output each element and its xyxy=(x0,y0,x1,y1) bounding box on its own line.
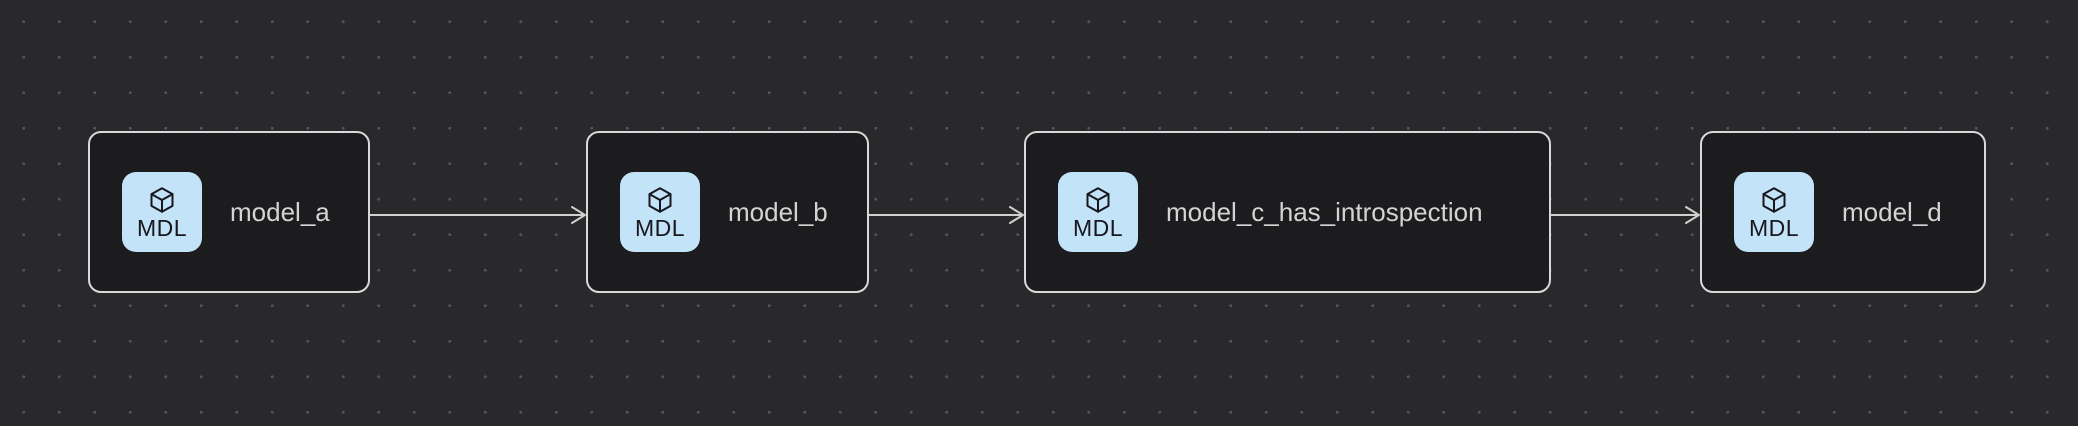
node-model-d[interactable]: MDL model_d xyxy=(1700,131,1986,293)
node-label: model_d xyxy=(1842,196,1942,227)
model-badge: MDL xyxy=(1734,172,1814,252)
node-label: model_b xyxy=(728,196,828,227)
node-model-b[interactable]: MDL model_b xyxy=(586,131,869,293)
badge-label: MDL xyxy=(136,215,188,242)
cube-icon xyxy=(147,183,177,215)
edge-arrow-model-a-to-model-b xyxy=(370,206,586,224)
node-model-c-has-introspection[interactable]: MDL model_c_has_introspection xyxy=(1024,131,1551,293)
node-model-a[interactable]: MDL model_a xyxy=(88,131,370,293)
cube-icon xyxy=(1083,183,1113,215)
model-badge: MDL xyxy=(1058,172,1138,252)
model-badge: MDL xyxy=(620,172,700,252)
cube-icon xyxy=(1759,183,1789,215)
cube-icon xyxy=(645,183,675,215)
badge-label: MDL xyxy=(1748,215,1800,242)
badge-label: MDL xyxy=(634,215,686,242)
model-badge: MDL xyxy=(122,172,202,252)
edge-arrow-model-b-to-model-c xyxy=(869,206,1024,224)
node-label: model_a xyxy=(230,196,330,227)
edge-arrow-model-c-to-model-d xyxy=(1551,206,1700,224)
badge-label: MDL xyxy=(1072,215,1124,242)
node-label: model_c_has_introspection xyxy=(1166,196,1483,227)
